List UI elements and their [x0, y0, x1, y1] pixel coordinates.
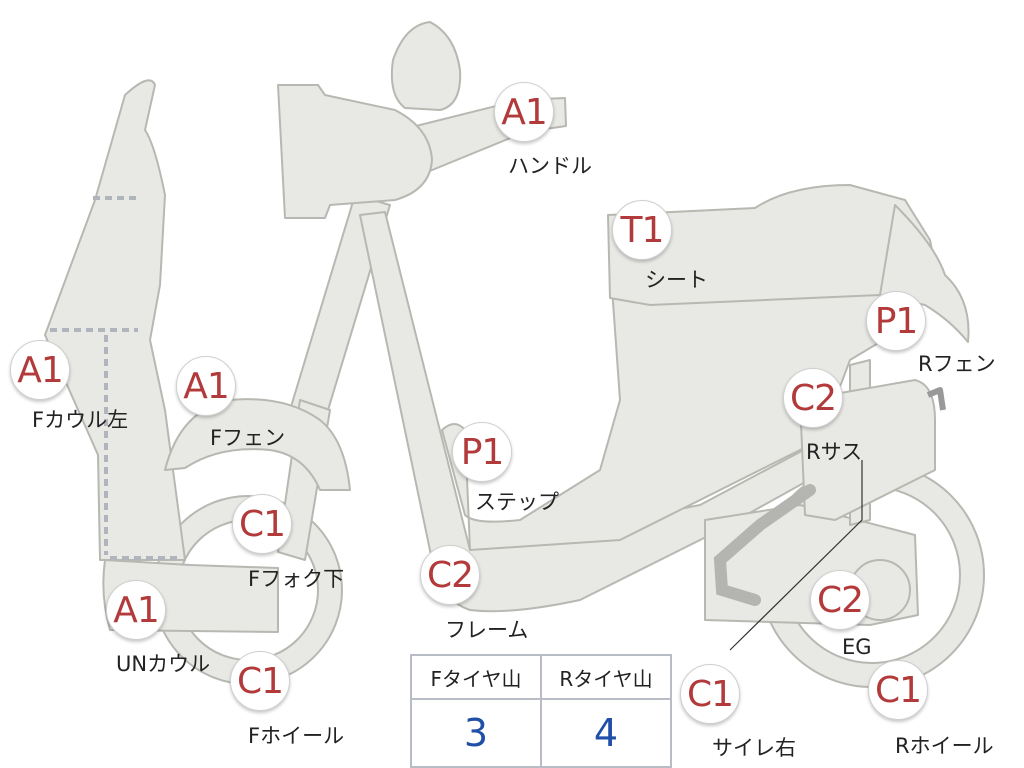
- muffler-right-label: サイレ右: [712, 736, 796, 760]
- step-grade: P1: [452, 422, 512, 482]
- r-suspension-grade: C2: [783, 368, 843, 428]
- f-fender-label: Fフェン: [210, 426, 286, 450]
- f-fork-lower-grade: C1: [232, 494, 292, 554]
- f-fender-grade: A1: [176, 356, 236, 416]
- tire-tread-table: Fタイヤ山 Rタイヤ山 3 4: [410, 654, 672, 768]
- f-cowl-left-label: Fカウル左: [32, 408, 129, 432]
- under-cowl-label: UNカウル: [116, 652, 211, 676]
- front-tread-header: Fタイヤ山: [410, 654, 542, 700]
- under-cowl-grade: A1: [106, 580, 166, 640]
- engine-label: EG: [842, 635, 872, 659]
- frame-label: フレーム: [445, 618, 529, 642]
- windscreen-shape: [390, 21, 462, 111]
- r-fender-grade: P1: [866, 291, 926, 351]
- rear-tread-header: Rタイヤ山: [540, 654, 672, 700]
- r-fender-label: Rフェン: [918, 352, 996, 376]
- rear-tread-value: 4: [540, 698, 672, 768]
- r-wheel-grade: C1: [868, 660, 928, 720]
- engine-grade: C2: [810, 570, 870, 630]
- frame-grade: C2: [420, 545, 480, 605]
- leader-line: [729, 460, 863, 651]
- r-wheel-label: Rホイール: [895, 734, 994, 758]
- seat-label: シート: [645, 268, 708, 292]
- rear-fender-shape: [879, 204, 970, 343]
- f-fork-lower-label: Fフォク下: [248, 567, 345, 591]
- f-wheel-label: Fホイール: [248, 724, 345, 748]
- f-wheel-grade: C1: [230, 651, 290, 711]
- muffler-pipe-shape: [713, 484, 816, 606]
- front-cowl-shape: [44, 79, 186, 561]
- tread-header-row: Fタイヤ山 Rタイヤ山: [410, 654, 672, 700]
- handle-grade: A1: [494, 82, 554, 142]
- f-cowl-left-grade: A1: [10, 340, 70, 400]
- handle-label: ハンドル: [508, 154, 592, 178]
- headlight-shape: [277, 84, 433, 219]
- r-suspension-label: Rサス: [806, 440, 863, 464]
- seat-grade: T1: [612, 200, 672, 260]
- front-tread-value: 3: [410, 698, 542, 768]
- muffler-right-grade: C1: [680, 664, 740, 724]
- step-label: ステップ: [475, 490, 559, 514]
- tread-value-row: 3 4: [410, 698, 672, 768]
